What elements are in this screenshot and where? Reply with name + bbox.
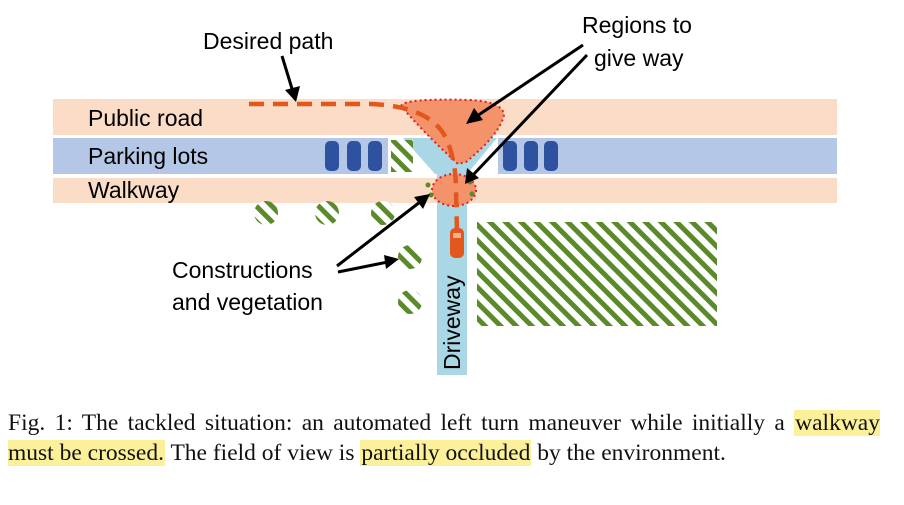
label-public-road: Public road [88,105,203,131]
arrow-desired-path [280,55,295,93]
desired-path-line [249,101,460,233]
arrow-constructions-2 [337,260,389,274]
vegetation-blob [398,290,422,314]
label-parking-lots: Parking lots [88,143,208,169]
label-constructions-line1: Constructions [172,257,313,283]
vegetation-block [477,222,717,326]
vegetation-hatch-parking [391,140,413,172]
arrow-region-walkway [471,53,589,177]
caption-text-2: The field of view is [165,440,361,466]
parked-car [524,141,538,171]
caption-text-3: by the environment. [531,440,726,466]
figure-diagram: Desired path Regions to give way Public … [53,12,837,375]
ego-car [450,228,464,258]
caption-highlight-occluded: partially occluded [360,440,532,466]
label-regions-line1: Regions to [582,12,692,38]
vegetation-blob [315,201,339,225]
parked-car [325,141,339,171]
caption-text-1: Fig. 1: The tackled situation: an automa… [8,410,795,436]
vegetation-blob [398,245,422,269]
label-driveway: Driveway [439,275,465,370]
parked-cars-right [503,141,558,171]
parked-cars-left [325,141,382,171]
parked-car [544,141,558,171]
vegetation-blob [371,201,395,225]
parked-car [347,141,361,171]
ego-car-window [453,233,461,238]
vegetation-blob [254,201,278,225]
label-regions-line2: give way [594,45,684,71]
arrow-constructions-1 [336,200,421,268]
driveway-strip [437,174,467,375]
label-desired-path: Desired path [203,28,333,54]
arrows [280,43,589,274]
parked-car [503,141,517,171]
arrow-region-road [476,43,584,118]
label-constructions-line2: and vegetation [172,289,323,315]
parked-car [368,141,382,171]
label-walkway: Walkway [88,177,180,203]
give-way-region-walkway [431,173,477,207]
figure-caption: Fig. 1: The tackled situation: an automa… [8,408,880,468]
